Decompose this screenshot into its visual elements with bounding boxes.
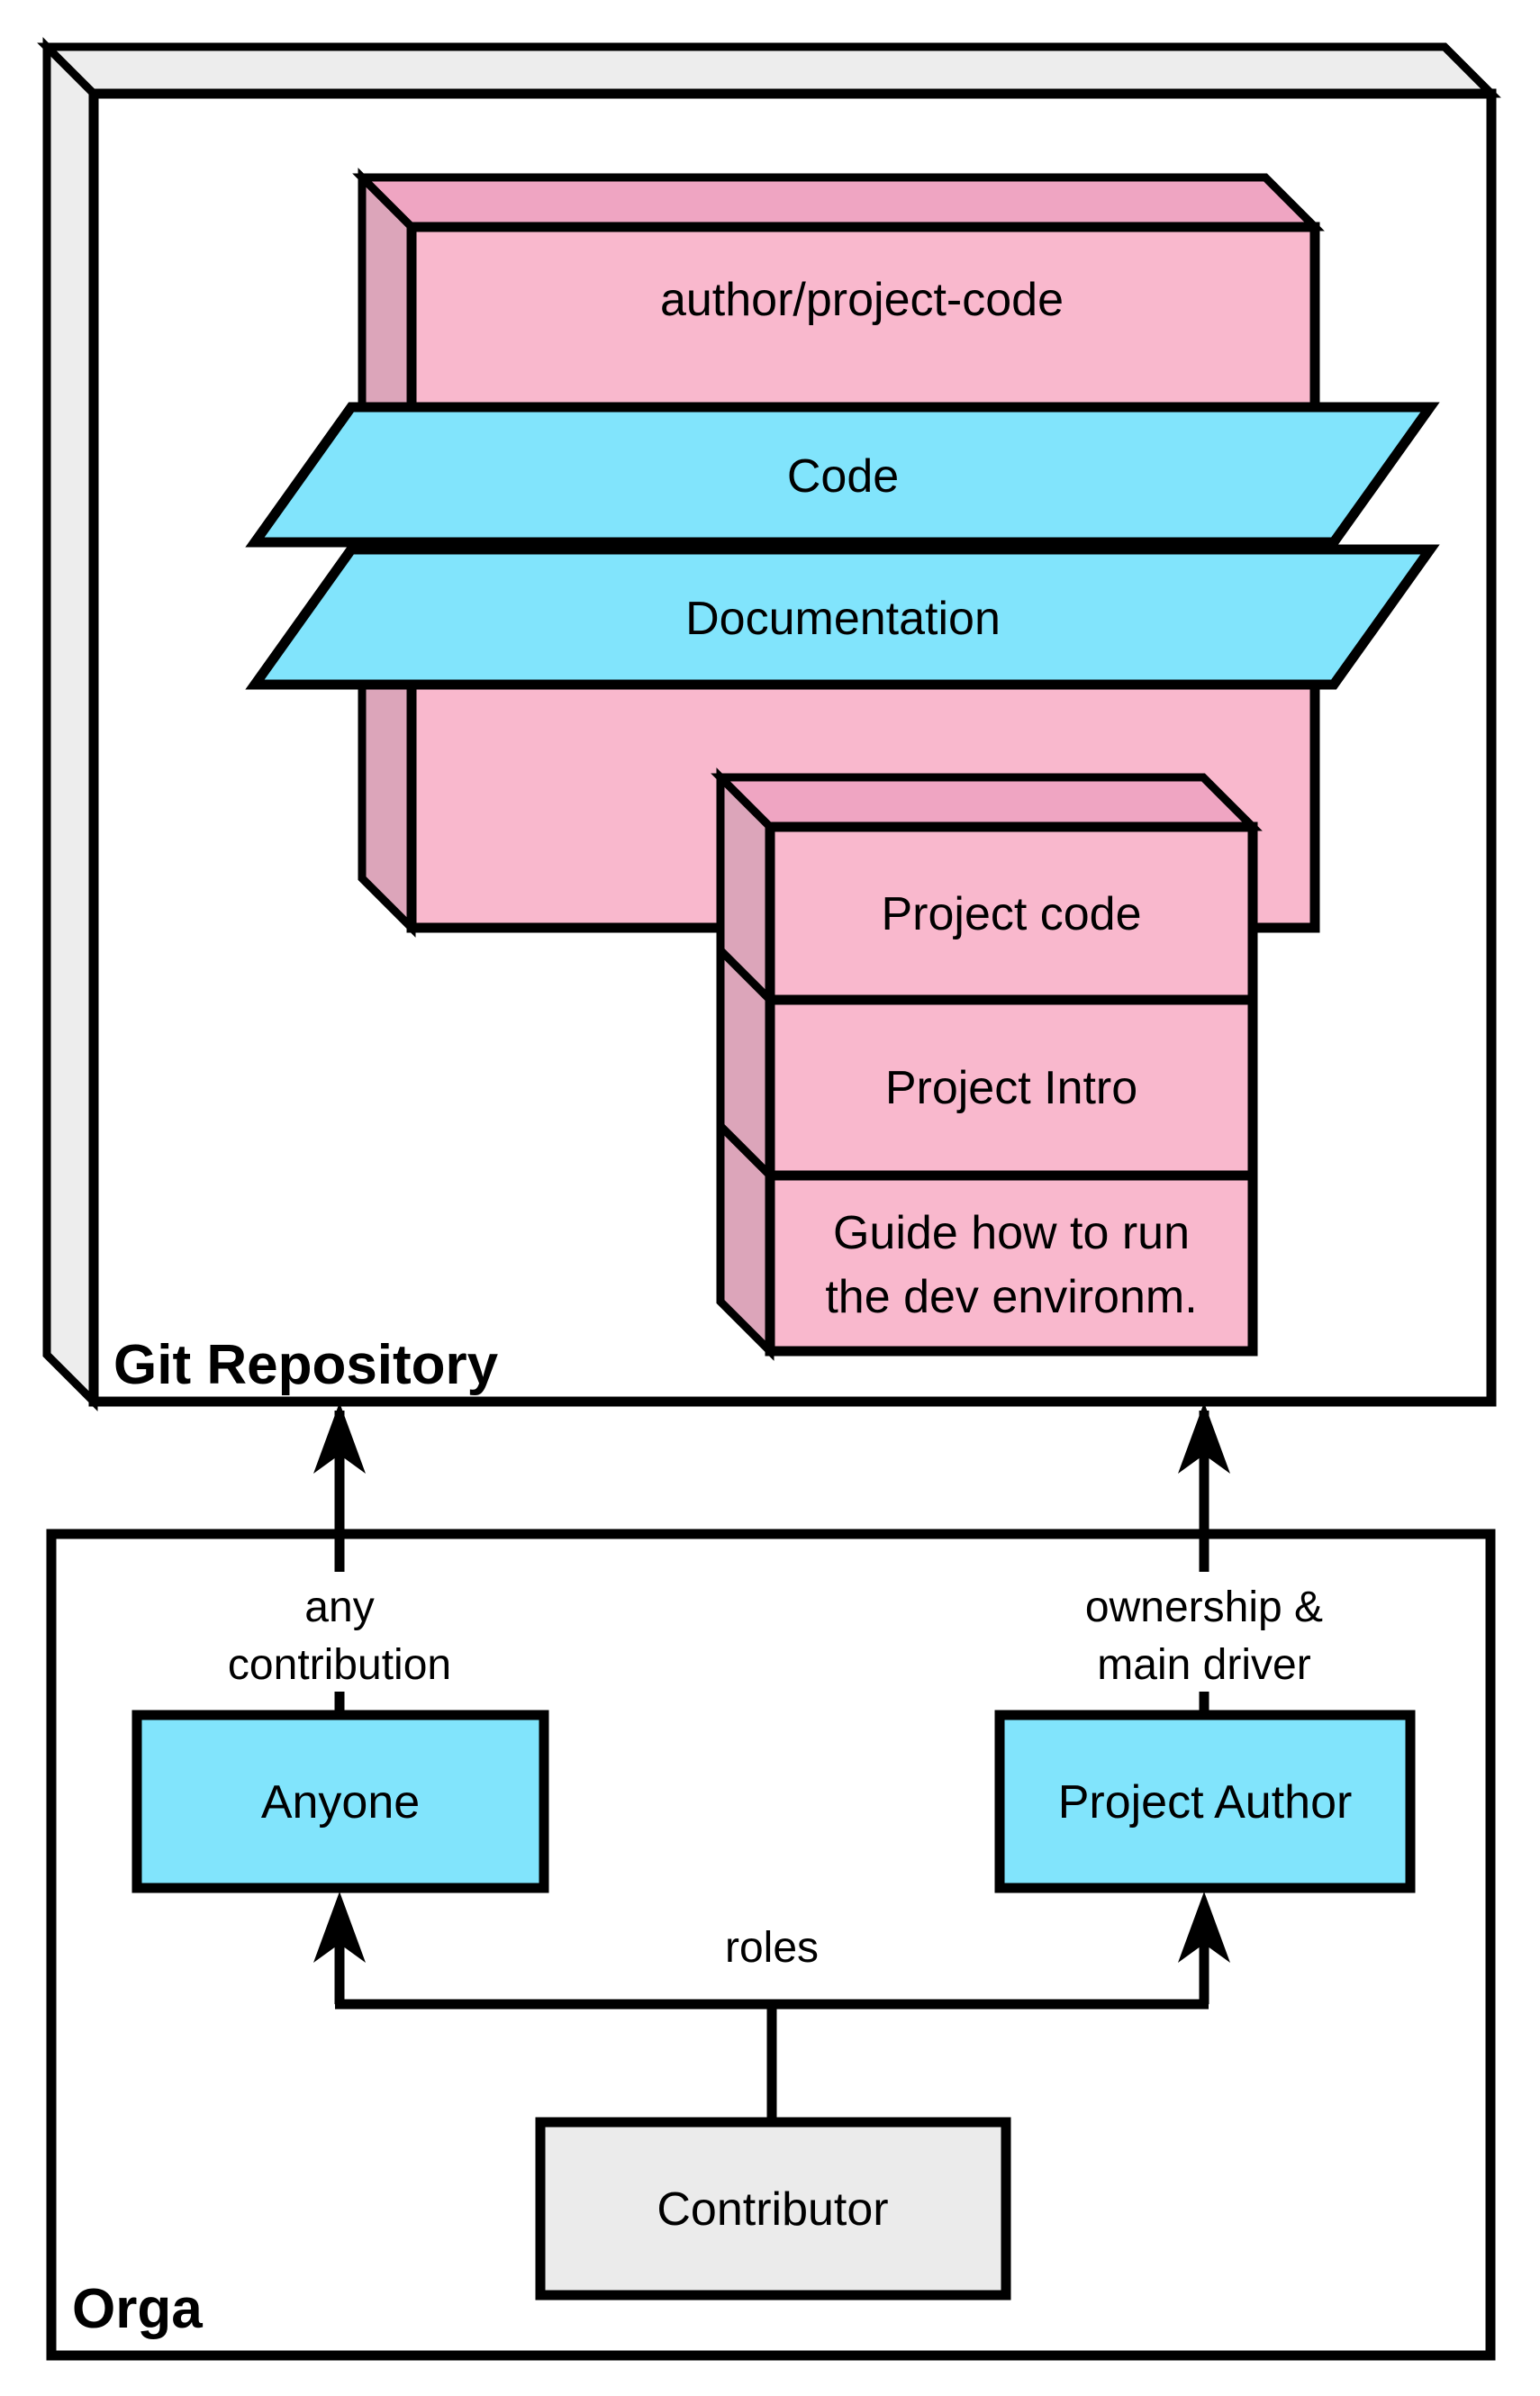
- stack-section-guide: [765, 1170, 1258, 1357]
- stack-section-project-intro: [765, 994, 1258, 1181]
- stack-left-face-divider-2: [717, 1122, 774, 1179]
- connector-any-contribution: any contribution: [228, 1402, 451, 1717]
- project-author-label: Project Author: [1058, 1776, 1353, 1829]
- repo-box-label: author/project-code: [660, 274, 1064, 326]
- stack-left-face: [716, 767, 775, 1361]
- git-repository-title: Git Repository: [113, 1334, 499, 1396]
- connector-roles: roles: [313, 1892, 1230, 2126]
- stack-left-face-divider-1: [717, 947, 774, 1003]
- project-author-box: [994, 1710, 1416, 1893]
- connector-ownership: ownership & main driver: [1085, 1402, 1323, 1717]
- stack-label-guide-line2: the dev environm.: [825, 1271, 1197, 1323]
- artifact-code: Code: [245, 402, 1440, 548]
- role-contributor: Contributor: [535, 2117, 1011, 2301]
- stack-label-project-code: Project code: [881, 888, 1141, 940]
- roles-label: roles: [725, 1924, 819, 1972]
- code-label: Code: [787, 450, 899, 503]
- contributor-label: Contributor: [657, 2183, 888, 2236]
- contributor-box: [535, 2117, 1011, 2301]
- artifact-documentation: Documentation: [245, 544, 1440, 690]
- git-repository-top-face: [37, 42, 1501, 98]
- code-parallelogram: [245, 402, 1440, 548]
- documentation-label: Documentation: [685, 593, 1001, 645]
- stack-top-face: [711, 773, 1263, 831]
- role-anyone: Anyone: [131, 1710, 549, 1893]
- arrowhead-up-right-icon: [1178, 1402, 1230, 1474]
- any-contribution-label-line1: any: [304, 1584, 374, 1631]
- arrowhead-up-anyone-icon: [313, 1892, 366, 1963]
- stack-section-project-code: [765, 821, 1258, 1005]
- repo-box-top-face: [352, 173, 1325, 231]
- orga-title: Orga: [72, 2278, 203, 2340]
- arrowhead-up-left-icon: [313, 1402, 366, 1474]
- ownership-label-line2: main driver: [1097, 1641, 1310, 1689]
- arrowhead-up-author-icon: [1178, 1892, 1230, 1963]
- any-contribution-label-line2: contribution: [228, 1641, 451, 1689]
- anyone-box: [131, 1710, 549, 1893]
- role-project-author: Project Author: [994, 1710, 1416, 1893]
- git-repository-left-face: [42, 37, 98, 1411]
- stack-label-project-intro: Project Intro: [885, 1062, 1137, 1114]
- documentation-parallelogram: [245, 544, 1440, 690]
- stack-label-guide-line1: Guide how to run: [833, 1207, 1190, 1259]
- stack-box: Project code Project Intro Guide how to …: [711, 767, 1263, 1361]
- ownership-label-line1: ownership &: [1085, 1584, 1323, 1631]
- anyone-label: Anyone: [261, 1776, 420, 1829]
